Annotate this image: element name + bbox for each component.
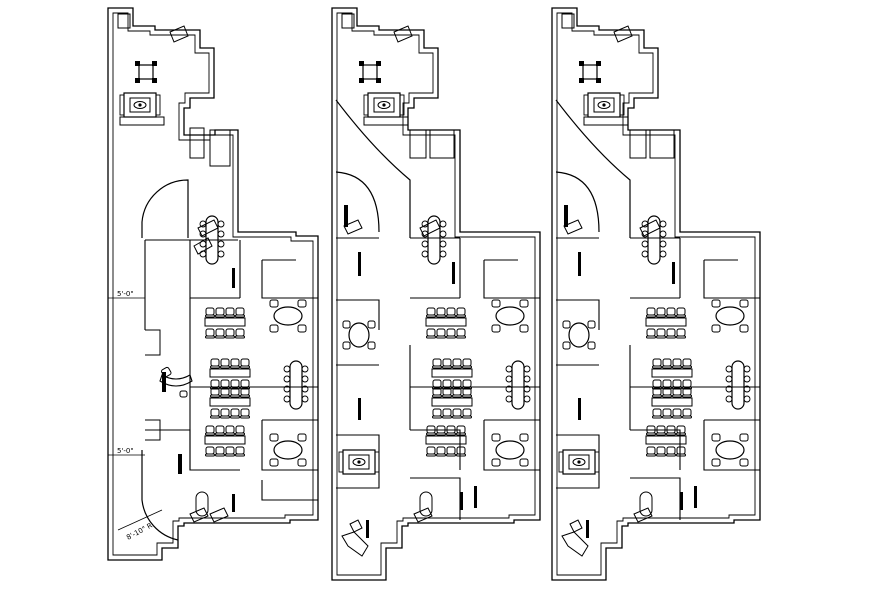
plan2-tv-unit: [363, 92, 405, 118]
plan1-workstations-c: [210, 388, 250, 418]
plan2-workstations-b: [432, 359, 472, 389]
plan1-tv-unit: [119, 92, 161, 118]
plan3-board-table-b: [725, 360, 751, 410]
plan3-tv-unit-lower: [558, 449, 600, 475]
plan2-tv-unit-lower: [338, 449, 380, 475]
plan3-meeting-table-b: [711, 433, 749, 467]
plan2-workstations-c: [432, 388, 472, 418]
plan2-board-table-b: [505, 360, 531, 410]
plan1-workstations-b: [210, 359, 250, 389]
plan1-meeting-table-b: [269, 433, 307, 467]
plan2-meeting-table-b: [491, 433, 529, 467]
floor-plan-1: 5'-0" 5'-0" 8'-10" R: [107, 7, 319, 561]
plan3-workstations-c: [652, 388, 692, 418]
plan3-meeting-table-a: [711, 299, 749, 333]
plan1-outer-wall: [107, 7, 319, 561]
floor-plan-3: [551, 7, 761, 581]
plan1-workstations-a: [205, 308, 245, 338]
plan2-board-table: [421, 215, 447, 265]
plan3-tv-unit: [583, 92, 625, 118]
plan2-outer-wall: [331, 7, 541, 581]
dimension-label-lower: 5'-0": [117, 447, 134, 455]
plan2-lounge-table: [358, 60, 382, 84]
dimension-label-upper: 5'-0": [117, 290, 134, 298]
plan3-board-table: [641, 215, 667, 265]
plan2-round-meeting: [342, 320, 376, 350]
floor-plan-2: [331, 7, 541, 581]
plan3-outer-wall: [551, 7, 761, 581]
plan3-lounge-table: [578, 60, 602, 84]
plan1-workstations-d: [205, 426, 245, 456]
plan3-workstations-a: [646, 308, 686, 338]
plan3-round-meeting: [562, 320, 596, 350]
plan3-workstations-b: [652, 359, 692, 389]
plan2-workstations-a: [426, 308, 466, 338]
plan1-lounge-table: [134, 60, 158, 84]
plan2-meeting-table-a: [491, 299, 529, 333]
plan1-board-table-b: [283, 360, 309, 410]
plan1-meeting-table-a: [269, 299, 307, 333]
